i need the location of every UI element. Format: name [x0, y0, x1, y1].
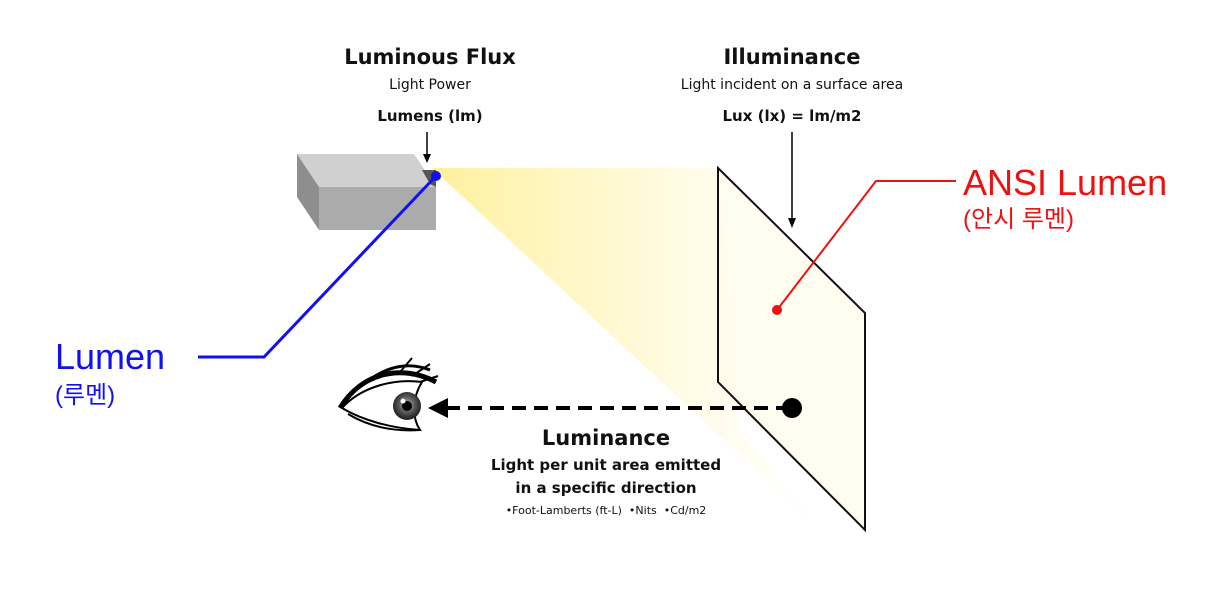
projector [297, 154, 436, 230]
luminance-line-2: in a specific direction [515, 479, 697, 497]
luminance-arrow [428, 398, 802, 418]
ansi-lumen-callout-sublabel: (안시 루멘) [963, 206, 1074, 233]
projector-front-face [319, 187, 436, 230]
screen-emission-point [782, 398, 802, 418]
lux-pointer-arrow [788, 132, 796, 228]
luminous-flux-title: Luminous Flux [344, 45, 516, 69]
illuminance-subtitle: Light incident on a surface area [680, 77, 904, 93]
eye-icon [337, 357, 439, 432]
ansi-callout-dot [772, 305, 782, 315]
lumen-callout-sublabel: (루멘) [55, 382, 116, 409]
projector-top-face [297, 154, 436, 187]
ansi-callout-line [772, 180, 956, 315]
lumen-callout-line [198, 171, 441, 359]
ansi-lumen-callout-label: ANSI Lumen [963, 162, 1168, 203]
illuminance-title: Illuminance [723, 45, 861, 69]
lumen-callout-dot [431, 171, 441, 181]
lumen-callout-label: Lumen [55, 336, 166, 377]
luminous-flux-unit: Lumens (lm) [377, 107, 483, 125]
luminous-flux-subtitle: Light Power [389, 77, 471, 93]
lumens-pointer-arrow [423, 132, 431, 163]
luminance-line-1: Light per unit area emitted [490, 456, 722, 474]
screen-surface [717, 165, 866, 533]
luminance-units: •Foot-Lamberts (ft-L) •Nits •Cd/m2 [505, 504, 707, 517]
luminance-title: Luminance [541, 426, 671, 450]
illuminance-unit: Lux (lx) = lm/m2 [722, 107, 862, 125]
projector-side-face [297, 154, 319, 230]
